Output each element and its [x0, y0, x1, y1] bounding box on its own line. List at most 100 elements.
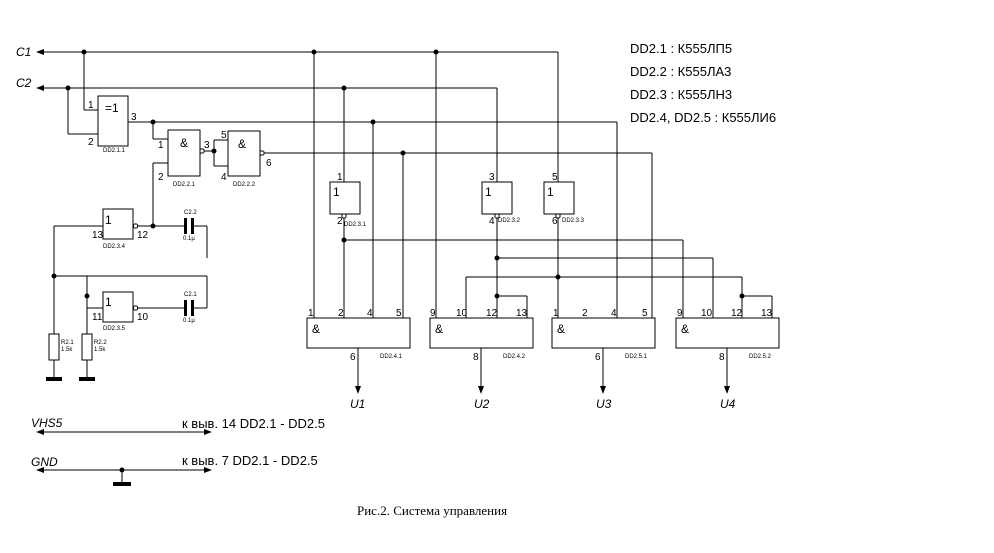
svg-text:13: 13 [761, 308, 773, 319]
label-c2: C2 [16, 76, 32, 90]
label-gnd: GND [31, 455, 58, 469]
svg-text:5: 5 [642, 308, 648, 319]
svg-text:&: & [435, 322, 443, 336]
svg-text:DD2.3.4: DD2.3.4 [103, 244, 126, 250]
svg-text:5: 5 [396, 308, 402, 319]
gate-dd2-5-2: & 9 10 12 13 8 DD2.5.2 [675, 308, 780, 363]
svg-text:8: 8 [473, 352, 479, 363]
gate-dd2-3-5: 1 11 10 DD2.3.5 [92, 291, 149, 332]
svg-text:&: & [238, 137, 246, 151]
label-u2: U2 [474, 397, 490, 411]
svg-text:12: 12 [486, 308, 498, 319]
svg-text:3: 3 [131, 112, 137, 123]
gate-dd2-2-1: & 1 2 3 DD2.2.1 [158, 129, 210, 188]
signal-labels: C1 C2 U1 U2 U3 U4 VHS5 GND [16, 45, 736, 469]
label-vhs5: VHS5 [31, 416, 63, 430]
svg-text:2: 2 [158, 172, 164, 183]
svg-text:DD2.2.2: DD2.2.2 [233, 182, 256, 188]
label-u1: U1 [350, 397, 365, 411]
svg-text:9: 9 [677, 308, 683, 319]
svg-text:1: 1 [105, 213, 112, 227]
vhs5-note: к выв. 14 DD2.1 - DD2.5 [182, 416, 325, 431]
gate-dd2-3-3: 1 5 6 DD2.3.3 [543, 172, 585, 227]
svg-text:13: 13 [92, 230, 104, 241]
svg-text:DD2.2.1: DD2.2.1 [173, 182, 196, 188]
gnd-note: к выв. 7 DD2.1 - DD2.5 [182, 453, 318, 468]
svg-text:0.1µ: 0.1µ [183, 236, 195, 242]
svg-text:DD2.3.1: DD2.3.1 [344, 222, 367, 228]
svg-text:1: 1 [308, 308, 314, 319]
label-u3: U3 [596, 397, 612, 411]
svg-text:2: 2 [88, 137, 94, 148]
resistor-r2-1: R2.1 1.5k [48, 333, 74, 361]
svg-text:10: 10 [701, 308, 713, 319]
svg-text:4: 4 [367, 308, 373, 319]
resistor-r2-2: R2.2 1.5k [81, 333, 107, 361]
junction-dots [51, 49, 745, 473]
svg-text:1: 1 [553, 308, 559, 319]
gate-dd2-4-1: & 1 2 4 5 6 DD2.4.1 [306, 308, 411, 363]
legend-line-3: DD2.3 : К555ЛН3 [630, 87, 732, 102]
label-u4: U4 [720, 397, 736, 411]
svg-text:10: 10 [137, 312, 149, 323]
svg-text:DD2.4.1: DD2.4.1 [380, 354, 403, 360]
gate-dd2-3-4: 1 13 12 DD2.3.4 [92, 208, 149, 250]
svg-text:=1: =1 [105, 101, 119, 115]
figure-caption: Рис.2. Система управления [357, 503, 507, 518]
svg-text:9: 9 [430, 308, 436, 319]
gate-dd2-3-1: 1 1 2 DD2.3.1 [329, 172, 367, 228]
svg-text:2: 2 [338, 308, 344, 319]
wires [42, 51, 773, 483]
svg-text:&: & [312, 322, 320, 336]
legend-line-2: DD2.2 : К555ЛА3 [630, 64, 731, 79]
ground-symbols [46, 377, 131, 486]
svg-text:12: 12 [731, 308, 743, 319]
svg-text:1: 1 [158, 140, 164, 151]
power-notes: к выв. 14 DD2.1 - DD2.5 к выв. 7 DD2.1 -… [182, 416, 325, 468]
legend-line-4: DD2.4, DD2.5 : К555ЛИ6 [630, 110, 776, 125]
svg-text:R2.1: R2.1 [61, 340, 74, 346]
svg-text:5: 5 [552, 172, 558, 183]
svg-text:&: & [557, 322, 565, 336]
label-c1: C1 [16, 45, 31, 59]
svg-text:4: 4 [611, 308, 617, 319]
svg-text:4: 4 [221, 172, 227, 183]
svg-text:DD2.1.1: DD2.1.1 [103, 148, 126, 154]
legend-line-1: DD2.1 : К555ЛП5 [630, 41, 732, 56]
arrowheads [36, 49, 730, 473]
gate-dd2-2-2: & 5 4 6 DD2.2.2 [221, 130, 272, 188]
capacitor-c2-2: C2.2 0.1µ [183, 210, 197, 242]
gate-dd2-1-1: =1 1 2 3 DD2.1.1 [88, 95, 137, 154]
svg-text:1: 1 [333, 185, 340, 199]
svg-text:6: 6 [350, 352, 356, 363]
svg-text:DD2.4.2: DD2.4.2 [503, 354, 526, 360]
gate-dd2-4-2: & 9 10 12 13 8 DD2.4.2 [429, 308, 534, 363]
svg-text:DD2.5.1: DD2.5.1 [625, 354, 648, 360]
svg-text:C2.2: C2.2 [184, 210, 197, 216]
svg-text:1.5k: 1.5k [61, 347, 73, 353]
legend: DD2.1 : К555ЛП5 DD2.2 : К555ЛА3 DD2.3 : … [630, 41, 776, 125]
svg-text:&: & [180, 136, 188, 150]
svg-text:8: 8 [719, 352, 725, 363]
svg-text:DD2.3.5: DD2.3.5 [103, 326, 126, 332]
svg-text:DD2.3.3: DD2.3.3 [562, 218, 585, 224]
svg-text:2: 2 [582, 308, 588, 319]
svg-text:2: 2 [337, 216, 343, 227]
svg-text:R2.2: R2.2 [94, 340, 107, 346]
svg-text:3: 3 [204, 140, 210, 151]
svg-text:1: 1 [337, 172, 343, 183]
svg-text:1.5k: 1.5k [94, 347, 106, 353]
svg-text:&: & [681, 322, 689, 336]
svg-text:6: 6 [266, 158, 272, 169]
capacitor-c2-1: C2.1 0.1µ [183, 292, 197, 324]
svg-text:13: 13 [516, 308, 528, 319]
svg-text:11: 11 [92, 312, 103, 323]
svg-text:0.1µ: 0.1µ [183, 318, 195, 324]
svg-text:6: 6 [595, 352, 601, 363]
svg-text:1: 1 [88, 100, 94, 111]
svg-text:DD2.3.2: DD2.3.2 [498, 218, 521, 224]
gate-dd2-3-2: 1 3 4 DD2.3.2 [481, 172, 521, 227]
svg-text:DD2.5.2: DD2.5.2 [749, 354, 772, 360]
svg-text:3: 3 [489, 172, 495, 183]
svg-text:1: 1 [485, 185, 492, 199]
